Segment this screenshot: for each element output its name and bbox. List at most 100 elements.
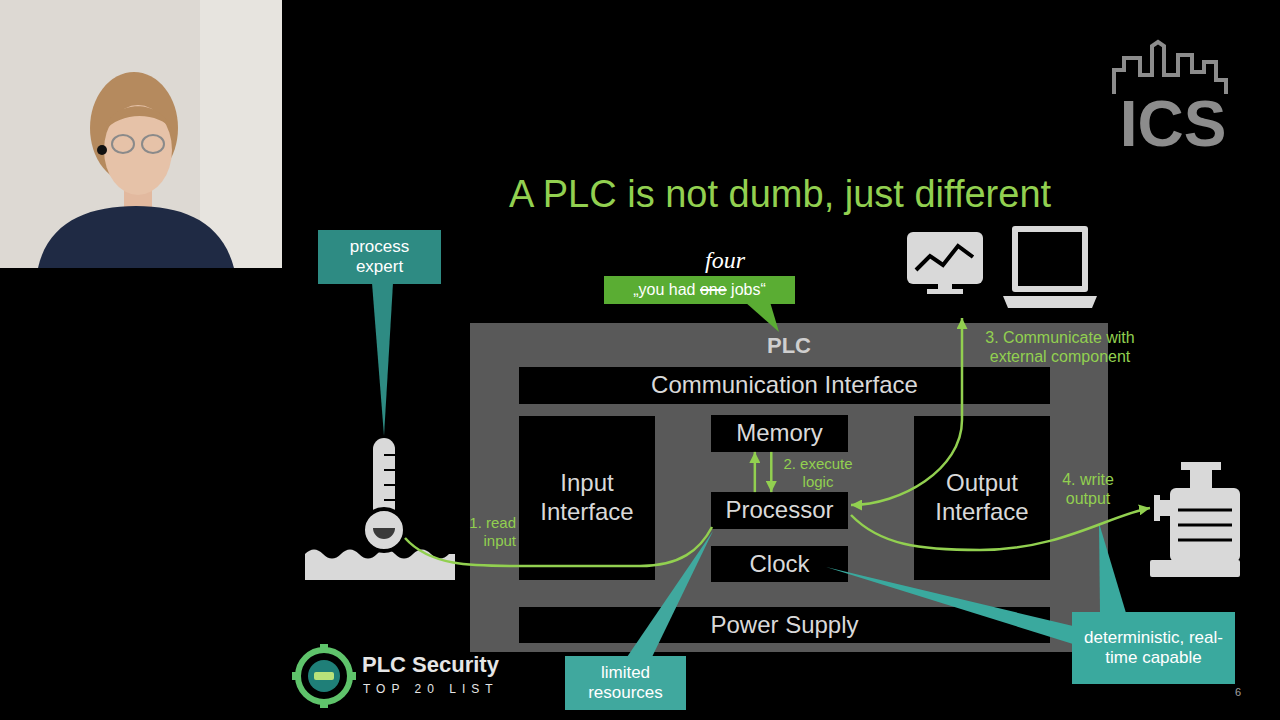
page-number-holder: 6 (1226, 686, 1250, 699)
thermometer-mark (373, 528, 395, 539)
housing-title: PLC (767, 333, 811, 359)
laptop-lid (1012, 226, 1088, 292)
box-text: Input Interface (527, 469, 647, 527)
callout-pointer (826, 567, 1073, 644)
speaker-video (0, 0, 282, 268)
callout-box: deterministic, real-time capable (1072, 612, 1235, 684)
speaker-glasses (112, 135, 134, 153)
communication-line (851, 318, 962, 505)
flow-arrow (754, 452, 757, 492)
thermometer-sensor (305, 438, 455, 580)
logo-gear (298, 650, 350, 702)
pump-rib (1178, 539, 1232, 542)
pump-body (1170, 488, 1240, 562)
pump-inlet (1158, 500, 1172, 516)
thermometer-bulb (363, 509, 405, 551)
note-word: had (669, 281, 696, 298)
pump-symbol (1150, 462, 1240, 577)
video-background (0, 0, 282, 268)
box-text: „you had one jobs“ (633, 280, 766, 299)
logo-core (308, 660, 340, 692)
step-label-holder: 4. write output (1052, 470, 1124, 508)
interface-bar: Communication Interface (519, 367, 1050, 404)
speaker-glasses (142, 135, 164, 153)
thermometer-tick (384, 484, 396, 486)
callout-box: limited resources (565, 656, 686, 710)
step-label-holder: 1. read input (466, 514, 516, 550)
callout-pointer (372, 283, 393, 436)
logo-gear-tooth (292, 672, 300, 680)
interface-bar: Power Supply (519, 607, 1050, 644)
note-word: „you (633, 281, 664, 298)
component-box: Processor (711, 492, 848, 529)
box-text: deterministic, real-time capable (1080, 628, 1227, 669)
speaker-face (104, 105, 172, 195)
monitor-icon (907, 232, 983, 294)
monitor-screen (907, 232, 983, 284)
title-holder: A PLC is not dumb, just different (380, 172, 1180, 218)
plc-housing: PLC Communication InterfaceInput Interfac… (470, 323, 1108, 652)
callout-pointer (1099, 523, 1126, 613)
logo-text-holder: ICS (1108, 92, 1238, 156)
laptop-icon (1003, 226, 1097, 308)
callout-box: „you had one jobs“ (604, 276, 795, 303)
logo-text: PLC Security (362, 652, 540, 678)
thermometer-tick (384, 469, 396, 471)
pump-flange (1181, 462, 1221, 470)
step-label: 4. write output (1052, 470, 1124, 508)
logo-text: ICS (1108, 92, 1238, 156)
interface-box: Output Interface (914, 416, 1050, 580)
monitor-base (927, 289, 963, 294)
note-word: jobs“ (731, 281, 766, 298)
flow-arrow (770, 452, 773, 492)
logo-gear-tooth (348, 672, 356, 680)
handwritten-note: four (690, 246, 760, 275)
pump-rib (1178, 509, 1232, 512)
logo-chip (314, 672, 334, 680)
interface-box: Input Interface (519, 416, 655, 580)
component-box: Clock (711, 546, 848, 583)
thermometer-tick (384, 454, 396, 456)
box-text: limited resources (573, 663, 678, 704)
logo-skyline (1114, 42, 1226, 94)
slide-title: A PLC is not dumb, just different (380, 172, 1180, 218)
handwritten-note-holder: four (690, 246, 760, 275)
box-text: Output Interface (922, 469, 1042, 527)
logo-gear-tooth (320, 700, 328, 708)
logo-gear-tooth (320, 644, 328, 652)
laptop-screen (1018, 232, 1082, 286)
page-number: 6 (1226, 686, 1250, 699)
write-output-line (851, 508, 1150, 550)
monitor-chart (916, 246, 973, 270)
box-text: Communication Interface (651, 371, 918, 400)
edge-label-holder: 2. execute logic (781, 455, 855, 491)
logo-text-holder: PLC Security (362, 652, 540, 678)
step-label: 1. read input (466, 514, 516, 550)
pump-inlet-flange (1154, 495, 1160, 521)
box-text: process expert (328, 237, 431, 278)
speaker-shirt (38, 206, 234, 268)
box-text: Processor (725, 496, 833, 525)
water-waves (305, 550, 455, 581)
box-text: Power Supply (710, 611, 858, 640)
pump-pipe (1190, 468, 1212, 490)
logo-text-holder: TOP 20 LIST (363, 682, 535, 696)
step-label-holder: 3. Communicate with external component (970, 328, 1150, 366)
pump-base (1150, 560, 1240, 577)
note-word: one (700, 281, 727, 298)
thermometer-tick (384, 499, 396, 501)
box-text: Memory (736, 419, 823, 448)
callout-pointer (627, 531, 713, 657)
security-logo (292, 644, 356, 708)
read-input-line (405, 527, 712, 566)
logo-text: TOP 20 LIST (363, 682, 535, 696)
pump-rib (1178, 524, 1232, 527)
step-label: 3. Communicate with external component (970, 328, 1150, 366)
speaker-fringe (104, 106, 172, 132)
component-box: Memory (711, 415, 848, 452)
speaker-earbud (97, 145, 107, 155)
box-text: Clock (749, 550, 809, 579)
laptop-base (1003, 296, 1097, 308)
callout-box: process expert (318, 230, 441, 284)
video-wall (200, 0, 282, 268)
